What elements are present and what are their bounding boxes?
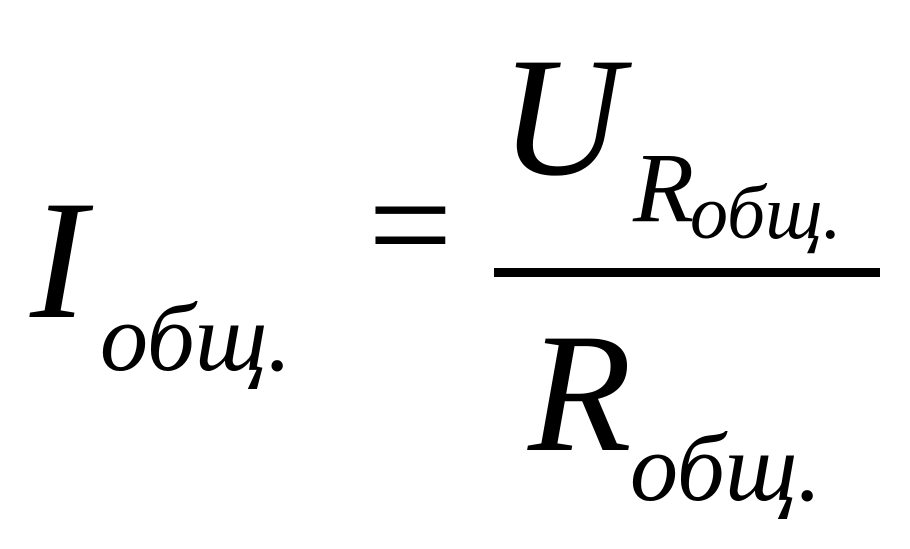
voltage-subscript-symbol: R [633, 132, 695, 243]
equals-sign: = [368, 142, 453, 308]
voltage-subscript-sub: общ. [690, 171, 842, 255]
resistance-symbol: R [528, 299, 632, 487]
resistance-subscript: общ. [630, 414, 822, 521]
current-subscript: общ. [100, 284, 292, 391]
voltage-symbol: U [500, 23, 623, 211]
current-symbol: I [30, 166, 87, 354]
fraction-bar [494, 268, 880, 277]
